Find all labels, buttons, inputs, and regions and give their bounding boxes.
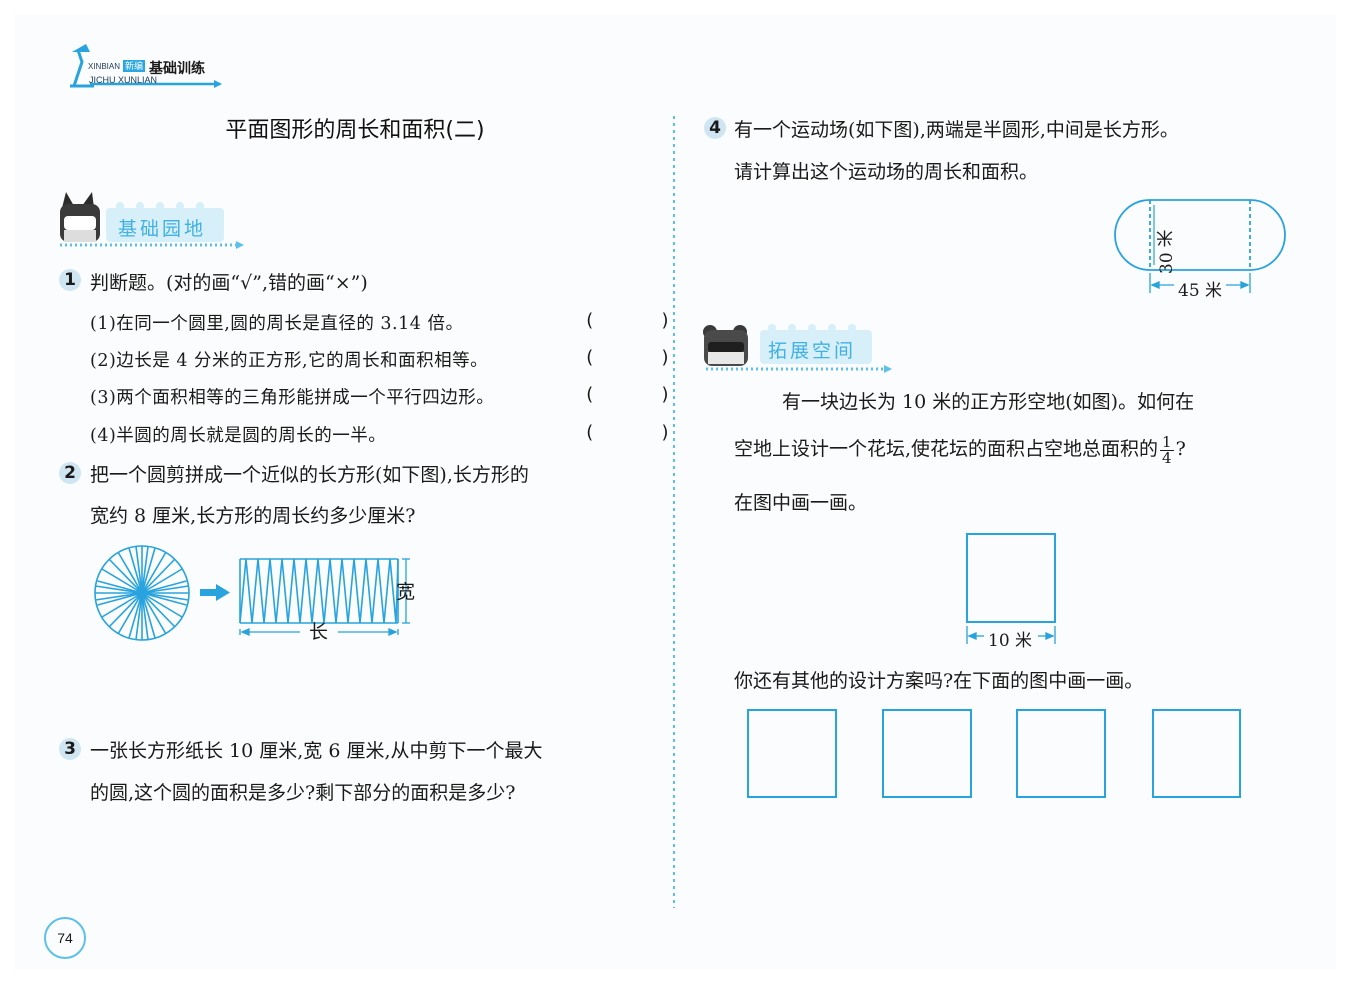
- q1-item-2: (2)边长是 4 分米的正方形,它的周长和面积相等。: [90, 351, 489, 371]
- extend-line-3: 在图中画一画。: [734, 492, 868, 514]
- design-square-4[interactable]: [1152, 709, 1241, 798]
- question-number: 2: [59, 462, 81, 484]
- zigzag-rectangle: [239, 558, 399, 624]
- q2-line-2: 宽约 8 厘米,长方形的周长约多少厘米?: [90, 505, 416, 527]
- design-square-3[interactable]: [1016, 709, 1106, 798]
- answer-blank[interactable]: ( ): [584, 384, 671, 405]
- raccoon-mascot-icon: [703, 324, 892, 373]
- page-number: 74: [44, 917, 86, 959]
- section-basic-label: 基础园地: [118, 218, 207, 240]
- width-label: 宽: [396, 581, 416, 603]
- q4-line-2: 请计算出这个运动场的周长和面积。: [734, 161, 1039, 183]
- height-label: 30 米: [1157, 229, 1177, 274]
- answer-blank[interactable]: ( ): [584, 347, 671, 368]
- extend-line-4: 你还有其他的设计方案吗?在下面的图中画一画。: [734, 670, 1144, 692]
- question-number: 1: [59, 269, 81, 291]
- rabbit-mascot-icon: [60, 192, 244, 249]
- question-number: 4: [704, 117, 726, 139]
- brand-pinyin-bottom: JICHU XUNLIAN: [89, 75, 158, 85]
- sliced-circle: [94, 545, 190, 641]
- q1-item-1: (1)在同一个圆里,圆的周长是直径的 3.14 倍。: [90, 314, 464, 334]
- extend-line-1: 有一块边长为 10 米的正方形空地(如图)。如何在: [782, 391, 1195, 413]
- q1-item-4: (4)半圆的周长就是圆的周长的一半。: [90, 426, 387, 446]
- q3-line-2: 的圆,这个圆的面积是多少?剩下部分的面积是多少?: [90, 782, 516, 804]
- center-divider: [673, 116, 675, 908]
- extend-line-2-text: 空地上设计一个花坛,使花坛的面积占空地总面积的: [734, 438, 1159, 460]
- brand-tag: 新编: [123, 60, 146, 72]
- fraction-denominator: 4: [1162, 448, 1172, 467]
- square-plot-figure: [966, 533, 1056, 644]
- arrow-right-icon: [200, 584, 230, 601]
- lamp-logo-icon: [70, 44, 222, 88]
- q1-prompt: 判断题。(对的画“√”,错的画“×”): [90, 272, 368, 294]
- dimension-lines: [239, 558, 410, 636]
- field-length-label: 45 米: [1178, 281, 1223, 301]
- brand-title: 基础训练: [149, 61, 205, 77]
- answer-blank[interactable]: ( ): [584, 310, 671, 331]
- extend-line-2-end: ?: [1175, 438, 1186, 460]
- design-square-2[interactable]: [882, 709, 972, 798]
- q3-line-1: 一张长方形纸长 10 厘米,宽 6 厘米,从中剪下一个最大: [90, 740, 543, 762]
- section-basic-header: 基础园地: [56, 190, 246, 250]
- section-extend-header: 拓展空间: [700, 318, 892, 378]
- answer-blank[interactable]: ( ): [584, 422, 671, 443]
- circle-to-rectangle-figure: [94, 545, 410, 641]
- page-title: 平面图形的周长和面积(二): [225, 118, 485, 143]
- q2-line-1: 把一个圆剪拼成一个近似的长方形(如下图),长方形的: [90, 464, 529, 486]
- q1-item-3: (3)两个面积相等的三角形能拼成一个平行四边形。: [90, 388, 495, 408]
- square-side-label: 10 米: [988, 631, 1033, 651]
- question-number: 3: [59, 738, 81, 760]
- brand-pinyin-top: XINBIAN: [88, 62, 121, 71]
- sports-field-figure: [1114, 199, 1286, 293]
- section-extend-label: 拓展空间: [768, 340, 857, 362]
- q4-line-1: 有一个运动场(如下图),两端是半圆形,中间是长方形。: [734, 119, 1179, 141]
- fraction-numerator: 1: [1160, 432, 1174, 451]
- length-label: 长: [309, 621, 329, 643]
- design-square-1[interactable]: [747, 709, 837, 798]
